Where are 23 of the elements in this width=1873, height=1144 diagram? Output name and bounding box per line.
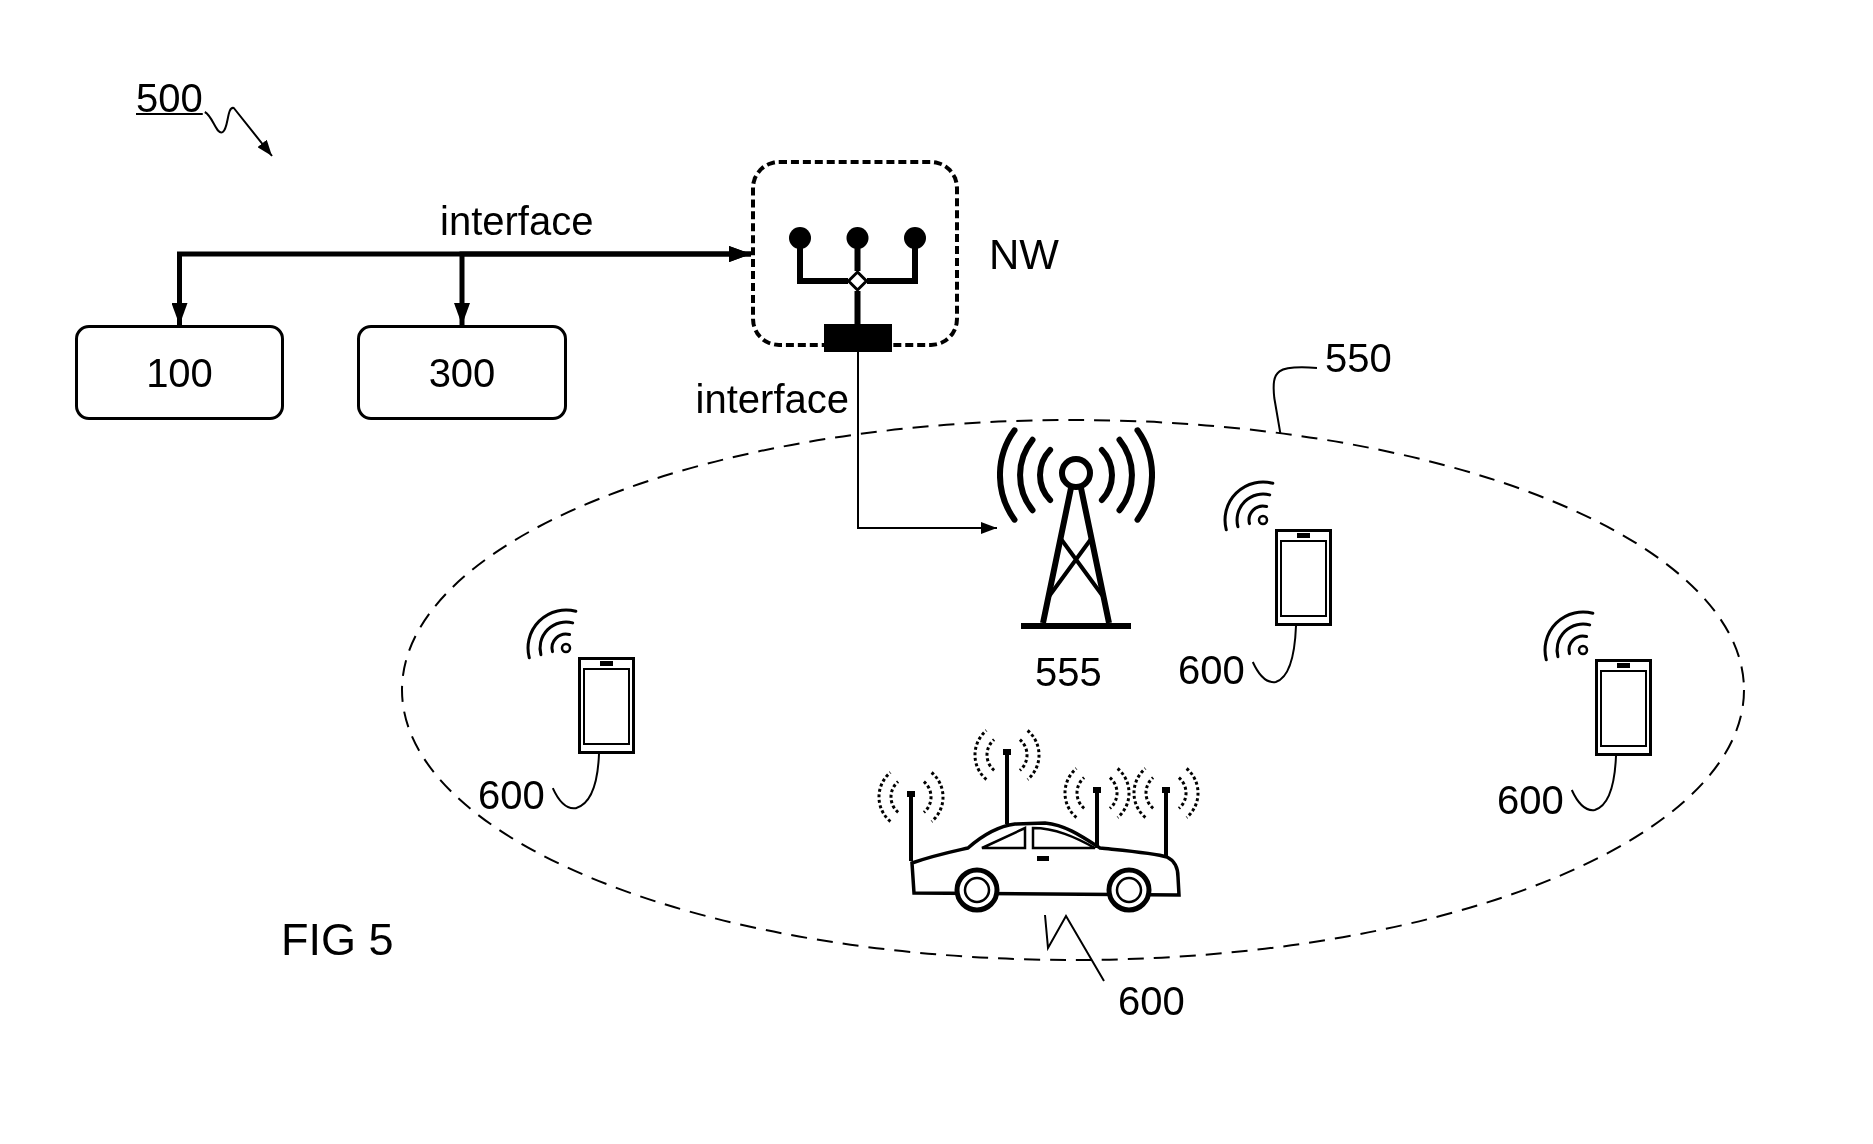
figure-caption: FIG 5 [281, 917, 394, 962]
reference-numeral: 600 [1176, 650, 1253, 690]
mobile-phone-icon [1223, 480, 1332, 626]
arrow [857, 351, 998, 534]
reference-numeral: 555 [1035, 652, 1102, 692]
mobile-phone-icon [1543, 610, 1652, 756]
reference-numeral: 600 [476, 775, 553, 815]
leader-line [1272, 366, 1318, 435]
unit-box: 300 [357, 325, 567, 420]
leader-line [1251, 625, 1297, 684]
leader-line [1044, 914, 1105, 982]
reference-numeral: 600 [1104, 981, 1187, 1021]
reference-numeral: 600 [1495, 780, 1572, 820]
node-label: NW [989, 234, 1059, 276]
leader-line [551, 753, 600, 810]
unit-box: 100 [75, 325, 284, 420]
reference-numeral: 550 [1317, 338, 1394, 378]
car-icon [877, 729, 1200, 915]
reference-numeral: 500 [134, 78, 205, 118]
mobile-phone-icon [526, 608, 635, 754]
leader-arrow [203, 107, 273, 157]
leader-line [1570, 755, 1617, 812]
arrow [454, 246, 751, 325]
